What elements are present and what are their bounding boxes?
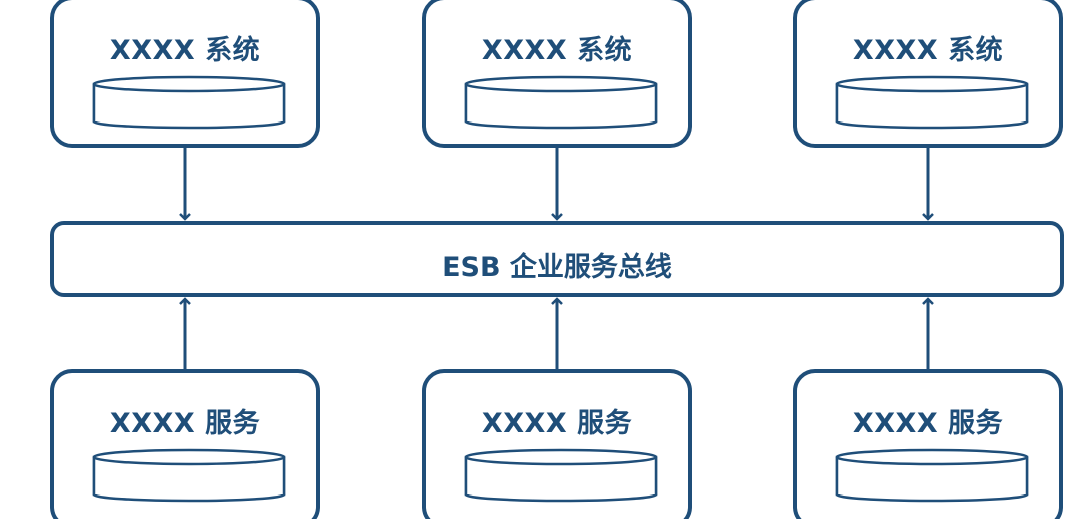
system-title-1: XXXX 系统 — [109, 35, 261, 66]
service-box-2: XXXX 服务 — [422, 369, 692, 519]
service-title-1: XXXX 服务 — [109, 408, 261, 439]
system-box-1: XXXX 系统 — [50, 0, 320, 148]
database-icon — [92, 75, 286, 130]
service-title-3: XXXX 服务 — [852, 408, 1004, 439]
esb-bus-label: ESB 企业服务总线 — [442, 252, 672, 283]
database-icon — [835, 448, 1029, 503]
system-box-2: XXXX 系统 — [422, 0, 692, 148]
system-title-3: XXXX 系统 — [852, 35, 1004, 66]
system-box-3: XXXX 系统 — [793, 0, 1063, 148]
service-box-1: XXXX 服务 — [50, 369, 320, 519]
database-icon — [464, 448, 658, 503]
database-icon — [464, 75, 658, 130]
system-title-2: XXXX 系统 — [481, 35, 633, 66]
database-icon — [835, 75, 1029, 130]
service-box-3: XXXX 服务 — [793, 369, 1063, 519]
database-icon — [92, 448, 286, 503]
service-title-2: XXXX 服务 — [481, 408, 633, 439]
esb-bus: ESB 企业服务总线 — [50, 221, 1064, 297]
